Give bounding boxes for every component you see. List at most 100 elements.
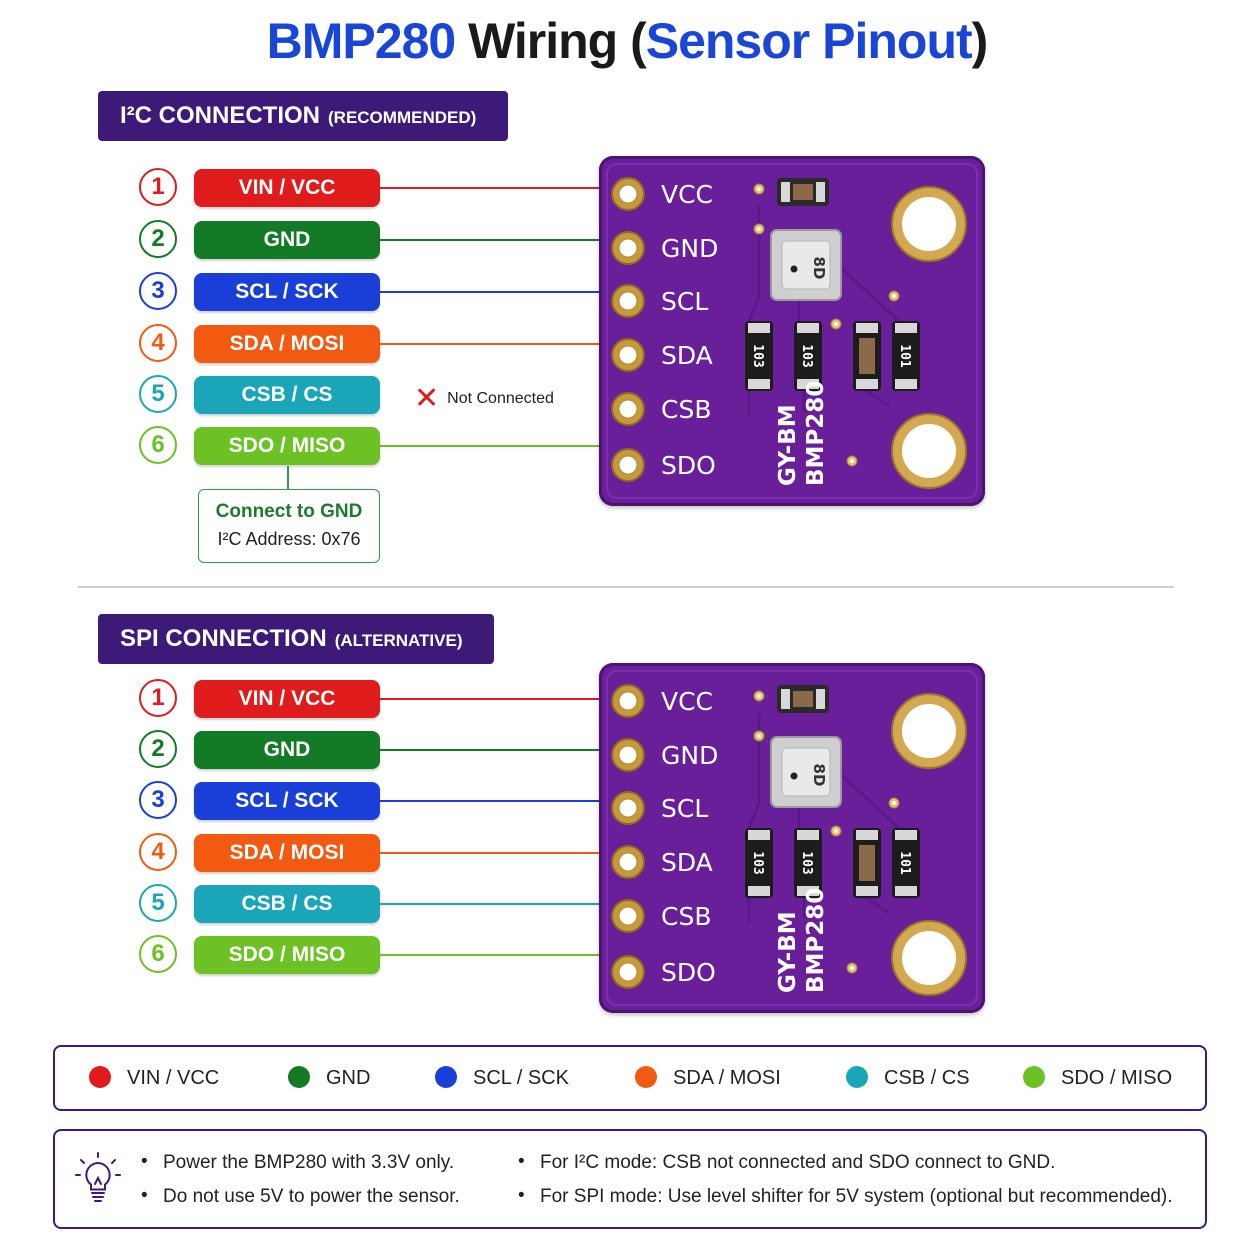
spi-pin-name-2: GND [661, 741, 718, 770]
i2c-section-header: I²C CONNECTION (RECOMMENDED) [98, 91, 508, 141]
spi-header-title: SPI CONNECTION [120, 625, 327, 652]
spi-pin-name-6: SDO [661, 958, 716, 987]
spi-resistor-code-1: 103 [750, 851, 765, 874]
i2c-resistor-4 [892, 321, 920, 391]
spi-resistor-2 [794, 828, 822, 898]
i2c-pin-label-3: SCL / SCK [194, 273, 380, 311]
title-chip-name: BMP280 [266, 13, 457, 69]
spi-resistor-1 [745, 828, 773, 898]
legend-item-2: GND [288, 1065, 371, 1090]
i2c-pin-number-6: 6 [139, 426, 177, 464]
i2c-wire-3 [380, 291, 608, 293]
i2c-wire-6 [380, 445, 608, 447]
legend-label: VIN / VCC [127, 1067, 220, 1089]
i2c-pin-number-3: 3 [139, 272, 177, 310]
spi-wire-4 [380, 852, 608, 854]
spi-pin-label-1: VIN / VCC [194, 680, 380, 718]
legend-item-5: CSB / CS [846, 1065, 970, 1090]
legend-label: SDO / MISO [1061, 1067, 1173, 1089]
tips-box: Power the BMP280 with 3.3V only. Do not … [53, 1129, 1207, 1229]
i2c-silk-gybm: GY-BM [775, 404, 801, 486]
title-wiring: Wiring ( [468, 13, 647, 69]
i2c-pin-name-5: CSB [661, 395, 711, 424]
spi-pin-number-2: 2 [139, 730, 177, 768]
spi-silk-gybm: GY-BM [775, 911, 801, 993]
i2c-pin-label-2: GND [194, 221, 380, 259]
cross-icon: ✕ [414, 382, 440, 415]
legend-dot-icon [89, 1065, 111, 1088]
i2c-pin-number-2: 2 [139, 220, 177, 258]
legend-label: SDA / MOSI [673, 1067, 781, 1089]
section-divider [78, 586, 1174, 588]
spi-silk-bmp280: BMP280 [803, 888, 829, 993]
i2c-pin-name-6: SDO [661, 451, 716, 480]
spi-header-sub: (ALTERNATIVE) [334, 631, 463, 650]
spi-pin-number-3: 3 [139, 781, 177, 819]
i2c-pin-number-5: 5 [139, 375, 177, 413]
lightbulb-icon [75, 1152, 121, 1202]
i2c-pin-name-2: GND [661, 234, 718, 263]
i2c-pin-name-3: SCL [661, 287, 708, 316]
spi-pin-label-6: SDO / MISO [194, 936, 380, 974]
i2c-wire-4 [380, 343, 608, 345]
i2c-resistor-1 [745, 321, 773, 391]
i2c-pin-number-1: 1 [139, 168, 177, 206]
not-connected-label: Not Connected [447, 390, 554, 408]
spi-pin-number-5: 5 [139, 884, 177, 922]
page-title: BMP280 Wiring (Sensor Pinout) [0, 12, 1254, 70]
legend-label: GND [326, 1067, 371, 1089]
svg-text:8D: 8D [810, 257, 828, 280]
spi-wire-6 [380, 954, 608, 956]
i2c-resistor-code-1: 103 [750, 344, 765, 367]
spi-pin-number-1: 1 [139, 679, 177, 717]
legend-item-1: VIN / VCC [89, 1065, 220, 1090]
legend-label: CSB / CS [884, 1067, 970, 1089]
spi-wire-3 [380, 800, 608, 802]
i2c-address-text: I²C Address: 0x76 [217, 529, 361, 549]
spi-wire-1 [380, 698, 608, 700]
i2c-pin-label-1: VIN / VCC [194, 169, 380, 207]
spi-resistor-4 [892, 828, 920, 898]
i2c-pin-name-1: VCC [661, 180, 713, 209]
spi-pin-number-4: 4 [139, 833, 177, 871]
i2c-pin-label-6: SDO / MISO [194, 427, 380, 465]
spi-pin-name-4: SDA [661, 848, 713, 877]
legend-item-6: SDO / MISO [1023, 1065, 1173, 1090]
i2c-pin-number-4: 4 [139, 324, 177, 362]
spi-wire-2 [380, 749, 608, 751]
connect-gnd-title: Connect to GND [215, 501, 363, 522]
i2c-pin-label-5: CSB / CS [194, 376, 380, 414]
color-legend: VIN / VCC GND SCL / SCK SDA / MOSI CSB / CS S… [53, 1045, 1207, 1111]
spi-pin-label-3: SCL / SCK [194, 782, 380, 820]
legend-dot-icon [288, 1065, 310, 1088]
spi-resistor-code-2: 103 [799, 851, 814, 874]
i2c-resistor-code-4: 101 [897, 344, 912, 368]
i2c-silk-bmp280: BMP280 [803, 381, 829, 486]
spi-pin-name-3: SCL [661, 794, 708, 823]
i2c-pin-label-4: SDA / MOSI [194, 325, 380, 363]
tip-power-3v3: Power the BMP280 with 3.3V only. [141, 1151, 454, 1174]
i2c-wire-1 [380, 187, 608, 189]
i2c-header-title: I²C CONNECTION [120, 102, 320, 129]
legend-dot-icon [846, 1065, 868, 1088]
spi-section-header: SPI CONNECTION (ALTERNATIVE) [98, 614, 494, 664]
spi-pin-label-5: CSB / CS [194, 885, 380, 923]
legend-item-4: SDA / MOSI [635, 1065, 781, 1090]
connect-gnd-note: Connect to GND I²C Address: 0x76 [198, 489, 380, 563]
tip-spi-mode: For SPI mode: Use level shifter for 5V s… [518, 1185, 1173, 1208]
title-close-paren: ) [971, 13, 989, 69]
spi-pin-number-6: 6 [139, 935, 177, 973]
gnd-note-connector [287, 466, 289, 490]
i2c-header-sub: (RECOMMENDED) [328, 108, 477, 127]
spi-pin-name-5: CSB [661, 902, 711, 931]
i2c-wire-2 [380, 239, 608, 241]
spi-wire-5 [380, 903, 608, 905]
i2c-resistor-code-2: 103 [799, 344, 814, 367]
legend-dot-icon [435, 1065, 457, 1088]
legend-item-3: SCL / SCK [435, 1065, 569, 1090]
svg-text:8D: 8D [810, 764, 828, 787]
not-connected-note: ✕ Not Connected [414, 384, 554, 414]
spi-pin-label-4: SDA / MOSI [194, 834, 380, 872]
